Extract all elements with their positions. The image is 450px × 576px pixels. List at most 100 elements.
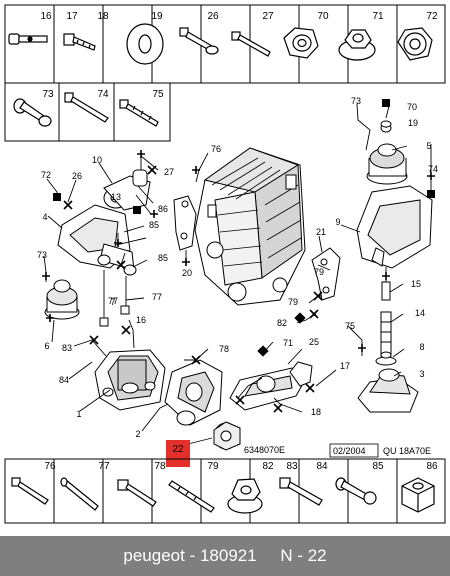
footer-part-icons bbox=[11, 477, 435, 514]
engine-block-drawing bbox=[194, 147, 306, 306]
callout-label: 25 bbox=[309, 337, 319, 347]
cage-nut-icon bbox=[401, 477, 435, 513]
callout-label: 83 bbox=[62, 343, 72, 353]
callout-label: 18 bbox=[311, 407, 321, 417]
flange-nut-icon bbox=[338, 29, 376, 61]
footer-part-label: 77 bbox=[98, 461, 110, 472]
ref-date: 02/2004 bbox=[333, 446, 366, 456]
reference-strip: 6348070E 02/2004 QU 18A70E bbox=[244, 443, 431, 458]
callout-label: 73 bbox=[351, 96, 361, 106]
footer-part-label: 84 bbox=[316, 461, 328, 472]
header-parts-table bbox=[4, 4, 446, 142]
square-marker-icon bbox=[382, 99, 390, 107]
bolt-icon bbox=[11, 477, 49, 505]
footer-brand: peugeot bbox=[123, 546, 185, 565]
marker-symbols bbox=[42, 99, 435, 413]
callout-label: 7 bbox=[110, 297, 115, 307]
header-part-icons bbox=[8, 23, 433, 127]
stud-icon bbox=[168, 480, 215, 513]
large-nut-icon bbox=[397, 27, 433, 61]
square-marker-icon bbox=[294, 312, 306, 324]
callout-label: 2 bbox=[135, 429, 140, 439]
callout-label: 27 bbox=[164, 167, 174, 177]
footer-separator: - bbox=[184, 546, 200, 565]
header-part-label: 71 bbox=[372, 11, 384, 22]
callout-label: 16 bbox=[136, 315, 146, 325]
callout-label: 3 bbox=[419, 369, 424, 379]
bracket-drawing bbox=[173, 195, 341, 301]
right-mount-drawing bbox=[356, 143, 433, 269]
callout-label: 71 bbox=[283, 338, 293, 348]
header-part-label: 70 bbox=[317, 11, 329, 22]
bolt-icon bbox=[8, 33, 48, 45]
screw-icon bbox=[119, 99, 159, 127]
row2-part-label: 73 bbox=[42, 89, 54, 100]
callout-label: 6 bbox=[44, 341, 49, 351]
footer-part-numbers: 76 77 78 79 82 83 84 85 86 bbox=[44, 461, 438, 472]
callout-label: 15 bbox=[411, 279, 421, 289]
hex-nut-icon bbox=[283, 27, 319, 59]
washer-icon bbox=[126, 23, 164, 65]
callout-label: 85 bbox=[158, 253, 168, 263]
ref-qu: QU 18A70E bbox=[383, 446, 431, 456]
square-marker-icon bbox=[257, 345, 269, 357]
stud-icon bbox=[231, 31, 271, 57]
footer-part-number: 180921 bbox=[199, 546, 257, 565]
callout-label: 10 bbox=[92, 155, 102, 165]
highlight-label: 22 bbox=[172, 444, 184, 455]
callout-label: 8 bbox=[419, 342, 424, 352]
square-marker-icon bbox=[53, 193, 61, 201]
callout-label: 82 bbox=[277, 318, 287, 328]
flange-bolt-icon bbox=[179, 27, 219, 55]
bolt-icon bbox=[13, 98, 52, 127]
callout-label: 19 bbox=[408, 118, 418, 128]
lower-center-mount-drawing bbox=[164, 359, 313, 451]
callout-label: 77 bbox=[152, 292, 162, 302]
callout-label: 70 bbox=[407, 102, 417, 112]
header-part-label: 27 bbox=[262, 11, 274, 22]
flange-bolt-icon bbox=[335, 477, 377, 505]
callout-label: 4 bbox=[42, 212, 47, 222]
callout-label: 86 bbox=[158, 204, 168, 214]
header-part-label: 19 bbox=[151, 11, 163, 22]
callout-label: 79 bbox=[314, 267, 324, 277]
lower-left-mount-drawing bbox=[94, 349, 166, 411]
callout-label: 84 bbox=[59, 375, 69, 385]
callout-label: 85 bbox=[149, 220, 159, 230]
hex-bolt-icon bbox=[279, 477, 323, 506]
callout-label: 26 bbox=[72, 171, 82, 181]
hex-bolt-icon bbox=[117, 479, 157, 507]
footer-part-label: 83 bbox=[286, 461, 298, 472]
footer-part-label: 79 bbox=[207, 461, 219, 472]
footer-part-label: 86 bbox=[426, 461, 438, 472]
footer-caption: peugeot - 180921 N - 22 bbox=[0, 536, 450, 576]
leader-lines bbox=[43, 103, 432, 450]
callout-label: 73 bbox=[37, 250, 47, 260]
callout-label: 78 bbox=[219, 344, 229, 354]
footer-gap bbox=[257, 546, 281, 566]
footer-part-label: 82 bbox=[262, 461, 274, 472]
header-part-label: 72 bbox=[426, 11, 438, 22]
highlight-box bbox=[166, 440, 190, 467]
row2-part-label: 74 bbox=[97, 89, 109, 100]
callout-label: 75 bbox=[345, 321, 355, 331]
footer-page-ref: N - 22 bbox=[280, 546, 327, 565]
callout-label: 72 bbox=[41, 170, 51, 180]
footer-parts-table bbox=[4, 458, 446, 524]
square-marker-icon bbox=[427, 190, 435, 198]
callout-label: 17 bbox=[340, 361, 350, 371]
callout-label: 79 bbox=[288, 297, 298, 307]
flange-nut-icon bbox=[227, 478, 263, 514]
square-marker-icon bbox=[133, 206, 141, 214]
row2-part-label: 75 bbox=[152, 89, 164, 100]
header-part-numbers: 16 17 18 19 26 27 70 71 72 73 74 75 bbox=[40, 11, 438, 100]
callout-label: 21 bbox=[316, 227, 326, 237]
callout-label: 76 bbox=[211, 144, 221, 154]
callout-label: 5 bbox=[426, 141, 431, 151]
header-part-label: 26 bbox=[207, 11, 219, 22]
hex-bolt-icon bbox=[63, 33, 96, 51]
header-part-label: 18 bbox=[97, 11, 109, 22]
callout-label: 20 bbox=[182, 268, 192, 278]
left-mount-drawing bbox=[57, 169, 151, 276]
callout-label: 9 bbox=[335, 217, 340, 227]
